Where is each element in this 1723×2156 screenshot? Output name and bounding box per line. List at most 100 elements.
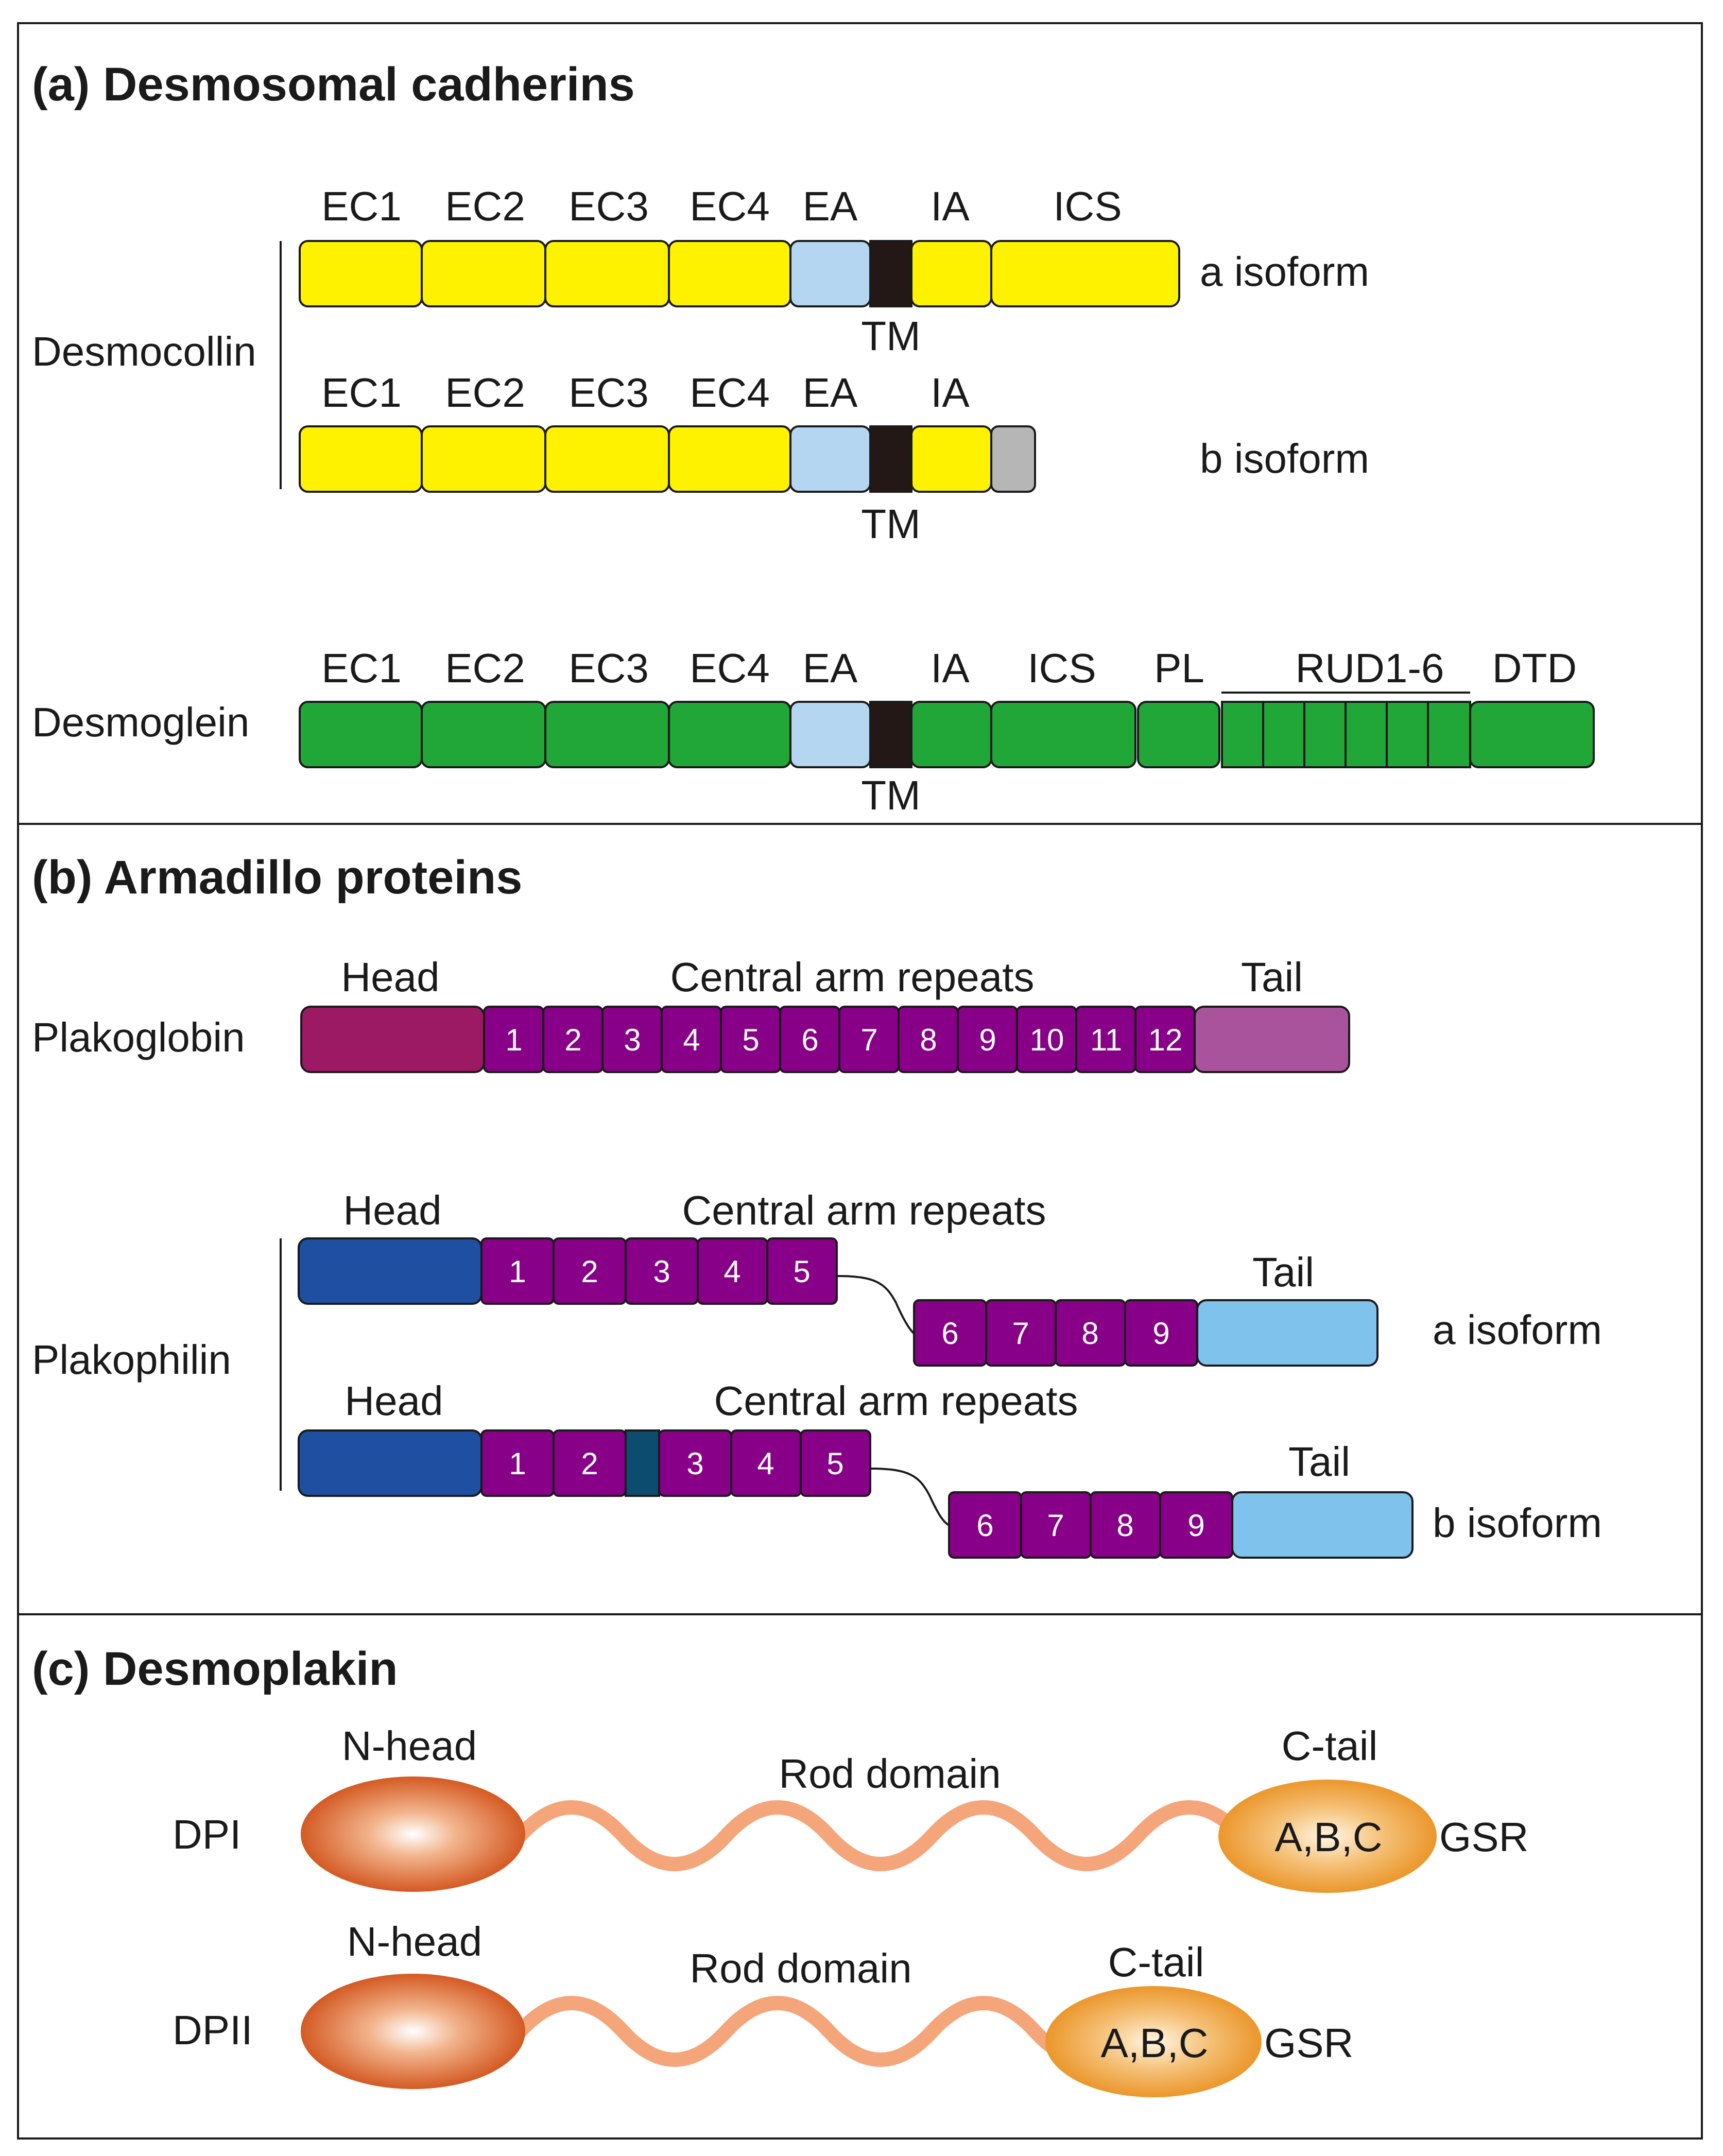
- dpi-c-tail-domain: [1218, 1780, 1437, 1893]
- plakoglobin-group: Plakoglobin Head Central arm repeats Tai…: [32, 954, 1350, 1073]
- pkp-a-repeat-label-7: 7: [1012, 1316, 1029, 1351]
- dsg-label-ia: IA: [931, 645, 970, 691]
- dsg-label-ec3: EC3: [568, 645, 649, 691]
- dpii-c-tail-domain: [1045, 1986, 1262, 2097]
- pkp-b-repeat-label-3: 3: [686, 1446, 703, 1481]
- dsg-ec4-domain: [668, 701, 791, 768]
- dsc-a-ec4-domain: [668, 240, 791, 307]
- dsg-rud5-domain: [1386, 701, 1429, 768]
- dsg-label-ea: EA: [803, 645, 858, 691]
- pkp-a-head-label: Head: [343, 1187, 441, 1233]
- dpi-group: DPI N-head Rod domain C-tail A,B,C GSR: [173, 1723, 1528, 1893]
- dsc-b-ea-domain: [789, 425, 871, 493]
- dsc-a-label-ec2: EC2: [445, 183, 525, 229]
- pkp-b-linker: [870, 1468, 950, 1526]
- dsg-rud6-domain: [1427, 701, 1471, 768]
- pkp-a-linker: [836, 1275, 915, 1335]
- desmocollin-a-isoform: EC1 EC2 EC3 EC4 EA IA ICS TM a isoform: [299, 183, 1369, 359]
- plakoglobin-repeat-label-10: 10: [1030, 1023, 1064, 1057]
- dpii-label: DPII: [173, 2007, 253, 2053]
- pkp-a-repeat-label-5: 5: [793, 1254, 810, 1289]
- dsc-a-ea-domain: [789, 240, 871, 307]
- dpii-group: DPII N-head Rod domain C-tail A,B,C GSR: [173, 1919, 1353, 2097]
- dsc-b-label-ia: IA: [931, 370, 970, 416]
- pkp-b-repeat-label-8: 8: [1116, 1508, 1133, 1543]
- dsg-rud4-domain: [1345, 701, 1388, 768]
- dsc-b-label-ec4: EC4: [690, 370, 770, 416]
- dsc-b-tm-domain: [869, 425, 912, 493]
- dsc-a-tm-label: TM: [861, 313, 921, 359]
- dsc-b-tail-domain: [990, 425, 1036, 493]
- plakoglobin-head-domain: [300, 1006, 485, 1073]
- dpi-label: DPI: [173, 1812, 241, 1857]
- plakoglobin-tail-domain: [1194, 1006, 1350, 1073]
- dsc-b-label-ea: EA: [803, 370, 858, 416]
- dpii-gsr-label: GSR: [1264, 2020, 1353, 2066]
- plakoglobin-repeat-label-9: 9: [979, 1023, 996, 1057]
- pkp-a-repeat-label-2: 2: [581, 1254, 598, 1289]
- dsg-rud1-domain: [1221, 701, 1264, 768]
- pkp-a-isoform-label: a isoform: [1433, 1307, 1602, 1353]
- dpi-n-head-domain: [301, 1776, 525, 1892]
- plakoglobin-head-label: Head: [341, 954, 439, 1000]
- pkp-b-central-label: Central arm repeats: [714, 1378, 1078, 1424]
- dpi-n-head-label: N-head: [342, 1723, 477, 1769]
- dpi-gsr-label: GSR: [1439, 1814, 1528, 1860]
- dsc-a-ics-domain: [990, 240, 1180, 307]
- plakoglobin-repeat-label-2: 2: [564, 1023, 581, 1057]
- dsc-b-label-ec3: EC3: [568, 370, 649, 416]
- dsg-pl-domain: [1137, 701, 1220, 768]
- plakoglobin-repeat-label-8: 8: [920, 1023, 937, 1057]
- dsg-label-pl: PL: [1154, 645, 1204, 691]
- dpii-n-head-label: N-head: [347, 1919, 482, 1964]
- plakophilin-label: Plakophilin: [32, 1337, 231, 1383]
- plakoglobin-repeat-label-3: 3: [624, 1023, 641, 1057]
- pkp-a-repeat-label-4: 4: [723, 1254, 740, 1289]
- plakoglobin-repeat-label-7: 7: [860, 1023, 877, 1057]
- dpi-c-tail-subdomains: A,B,C: [1275, 1814, 1383, 1860]
- plakophilin-a-isoform: Head Central arm repeats Tail a isoform …: [298, 1187, 1602, 1367]
- dsc-a-tm-domain: [869, 240, 912, 307]
- dpi-rod-domain: [513, 1800, 1351, 1871]
- pkp-b-repeat-label-1: 1: [509, 1446, 526, 1481]
- plakoglobin-tail-label: Tail: [1241, 954, 1303, 1000]
- dsg-label-ec4: EC4: [690, 645, 770, 691]
- desmocollin-label: Desmocollin: [32, 329, 256, 374]
- pkp-b-repeat-label-2: 2: [581, 1446, 598, 1481]
- plakoglobin-repeat-label-4: 4: [683, 1023, 700, 1057]
- dsg-ia-domain: [910, 701, 992, 768]
- pkp-a-repeat-label-9: 9: [1152, 1316, 1169, 1351]
- plakoglobin-repeat-label-5: 5: [742, 1023, 759, 1057]
- dsc-a-label-ia: IA: [931, 183, 970, 229]
- dsc-b-ec1-domain: [299, 425, 423, 493]
- dpi-c-tail-label: C-tail: [1282, 1723, 1378, 1769]
- dsg-label-rud: RUD1-6: [1296, 645, 1444, 691]
- dsg-ec1-domain: [299, 701, 423, 768]
- pkp-b-repeat-label-6: 6: [976, 1508, 993, 1543]
- dpii-rod-label: Rod domain: [690, 1945, 911, 1991]
- dsg-tm-label: TM: [861, 772, 921, 818]
- dsc-b-ec3-domain: [544, 425, 670, 493]
- dsc-a-ec1-domain: [299, 240, 423, 307]
- dsg-tm-domain: [869, 701, 912, 768]
- dsc-b-isoform-label: b isoform: [1200, 436, 1369, 481]
- pkp-a-repeat-label-6: 6: [941, 1316, 958, 1351]
- pkp-b-head-label: Head: [344, 1378, 443, 1424]
- desmoglein-label: Desmoglein: [32, 699, 249, 745]
- pkp-a-tail-domain: [1196, 1299, 1379, 1367]
- dsc-a-ia-domain: [910, 240, 992, 307]
- dsg-label-dtd: DTD: [1492, 645, 1577, 691]
- pkp-a-repeat-label-3: 3: [653, 1254, 670, 1289]
- pkp-b-repeat-5: [800, 1429, 871, 1497]
- dsc-a-label-ec1: EC1: [321, 183, 402, 229]
- pkp-b-repeat-label-9: 9: [1187, 1508, 1204, 1543]
- plakoglobin-repeat-label-1: 1: [505, 1023, 522, 1057]
- plakophilin-b-isoform: Head Central arm repeats Tail b isoform …: [298, 1378, 1602, 1559]
- plakoglobin-repeat-label-11: 11: [1090, 1023, 1122, 1057]
- pkp-b-repeat-label-5: 5: [826, 1446, 843, 1481]
- dpii-n-head-domain: [301, 1974, 525, 2089]
- panel-b-title: (b) Armadillo proteins: [32, 851, 522, 904]
- plakoglobin-repeat-label-12: 12: [1148, 1023, 1183, 1057]
- dsg-dtd-domain: [1469, 701, 1595, 768]
- dsg-ec3-domain: [544, 701, 670, 768]
